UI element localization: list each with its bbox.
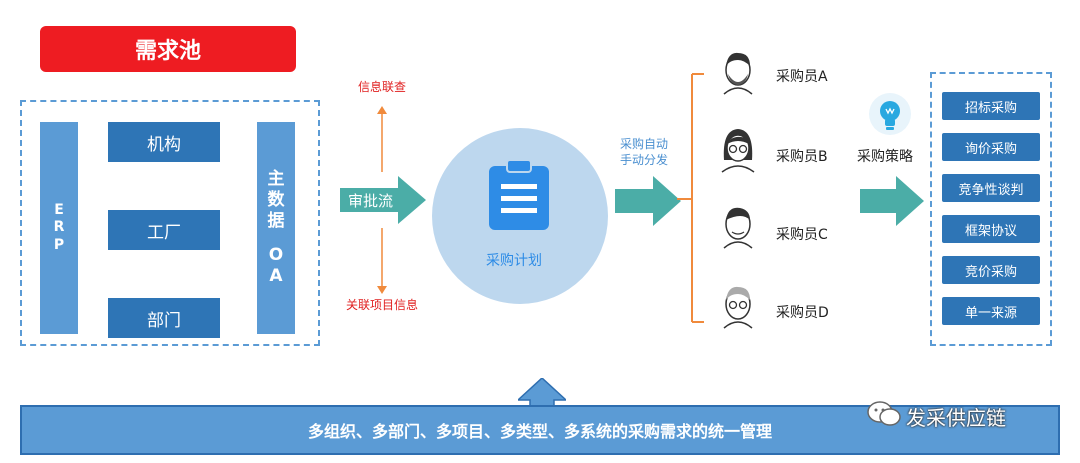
buyer-b-avatar-icon <box>721 129 755 173</box>
approval-flow-arrow <box>340 176 426 224</box>
buyer-d-label: 采购员D <box>776 305 829 321</box>
buyer-d-avatar-icon <box>723 286 753 329</box>
org-box-factory: 工厂 <box>108 210 220 250</box>
up-arrow <box>377 106 387 172</box>
wechat-icon <box>867 401 901 426</box>
strategy-label: 采购策略 <box>857 149 913 165</box>
related-info-label: 关联项目信息 <box>346 298 419 312</box>
method-inquiry: 询价采购 <box>942 133 1040 161</box>
lightbulb-icon <box>869 93 911 135</box>
down-arrow <box>377 228 387 294</box>
erp-bar: E R P <box>40 122 78 334</box>
info-check-label: 信息联查 <box>358 80 407 94</box>
dispatch-arrow <box>615 176 681 226</box>
org-box-institution: 机构 <box>108 122 220 162</box>
bottom-up-arrow <box>518 378 566 408</box>
approval-flow-label: 审批流 <box>348 192 394 210</box>
purchase-methods-group <box>930 72 1052 346</box>
master-data-oa-bar: 主 数 据 O A <box>257 122 295 334</box>
purchase-plan-label: 采购计划 <box>486 253 542 269</box>
auto-dispatch-line1: 采购自动 <box>620 137 669 151</box>
method-bidding: 竞价采购 <box>942 256 1040 284</box>
method-single-source: 单一来源 <box>942 297 1040 325</box>
clipboard-icon <box>489 159 549 230</box>
watermark-text: 发采供应链 <box>906 406 1006 430</box>
erp-char-e: E <box>54 201 64 218</box>
master-char-3: 据 <box>267 211 285 232</box>
demand-pool-title: 需求池 <box>40 26 296 72</box>
master-char-1: 主 <box>267 168 285 189</box>
buyer-c-label: 采购员C <box>776 227 828 243</box>
method-framework: 框架协议 <box>942 215 1040 243</box>
unified-management-banner: 多组织、多部门、多项目、多类型、多系统的采购需求的统一管理 <box>20 405 1060 455</box>
method-negotiation: 竞争性谈判 <box>942 174 1040 202</box>
demand-pool-group <box>20 100 320 346</box>
buyer-a-avatar-icon <box>723 52 753 95</box>
master-char-a: A <box>269 265 283 286</box>
master-char-o: O <box>268 244 284 265</box>
erp-char-r: R <box>53 219 65 236</box>
buyer-bracket <box>677 73 704 323</box>
org-box-department: 部门 <box>108 298 220 338</box>
buyer-c-avatar-icon <box>723 207 753 249</box>
erp-char-p: P <box>53 236 65 253</box>
buyer-a-label: 采购员A <box>776 69 828 85</box>
strategy-arrow <box>860 176 924 226</box>
auto-dispatch-line2: 手动分发 <box>620 153 669 167</box>
master-char-2: 数 <box>267 190 285 211</box>
method-tender: 招标采购 <box>942 92 1040 120</box>
buyer-b-label: 采购员B <box>776 149 828 165</box>
